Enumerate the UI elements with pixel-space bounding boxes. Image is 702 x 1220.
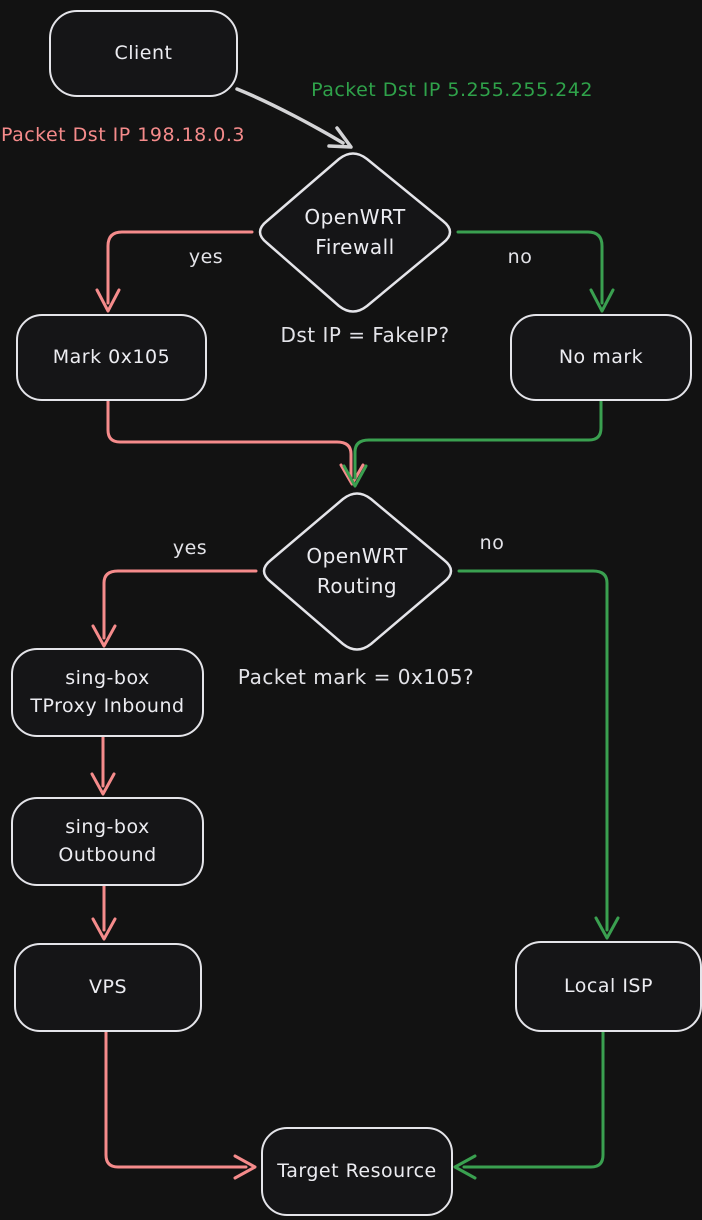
routing-yes-label: yes <box>172 537 208 559</box>
node-singbox-outbound: sing-box Outbound <box>11 797 204 886</box>
edge-routing-yes <box>91 569 258 648</box>
edge-client-to-firewall <box>235 87 353 149</box>
edge-isp-to-target <box>453 1027 605 1180</box>
arrowhead-icon <box>91 917 117 941</box>
firewall-diamond <box>258 152 452 313</box>
realip-packet-label: Packet Dst IP 5.255.255.242 <box>311 79 593 101</box>
arrowhead-icon <box>339 463 365 486</box>
arrowhead-icon <box>594 916 620 940</box>
edge-routing-no <box>457 569 620 940</box>
arrowhead-icon <box>327 126 353 149</box>
firewall-yes-label: yes <box>188 246 224 268</box>
routing-diamond <box>262 492 453 651</box>
firewall-condition-label: Dst IP = FakeIP? <box>280 323 450 347</box>
routing-diamond-label: OpenWRT Routing <box>306 544 408 598</box>
node-vps: VPS <box>14 943 202 1032</box>
fakeip-packet-label: Packet Dst IP 198.18.0.3 <box>0 124 246 146</box>
node-local-isp: Local ISP <box>515 941 702 1032</box>
arrowhead-icon <box>453 1154 477 1180</box>
edge-firewall-yes <box>95 230 254 313</box>
edge-tproxy-to-outbound <box>90 732 116 796</box>
arrowhead-icon <box>342 464 368 488</box>
edge-mark-to-routing <box>106 395 365 486</box>
edge-vps-to-target <box>104 1027 257 1180</box>
node-mark-0x105: Mark 0x105 <box>16 314 207 401</box>
node-no-mark: No mark <box>510 314 692 401</box>
routing-condition-label: Packet mark = 0x105? <box>237 665 475 689</box>
node-client: Client <box>49 10 238 97</box>
edge-firewall-no <box>456 230 615 313</box>
routing-no-label: no <box>479 532 505 554</box>
arrowhead-icon <box>91 624 117 648</box>
arrowhead-icon <box>90 772 116 796</box>
arrowhead-icon <box>589 288 615 313</box>
firewall-diamond-label: OpenWRT Firewall <box>304 205 406 259</box>
edge-nomark-to-routing <box>342 395 603 488</box>
edge-outbound-to-vps <box>91 881 117 941</box>
node-tproxy-inbound: sing-box TProxy Inbound <box>11 648 204 737</box>
node-target-resource: Target Resource <box>261 1127 453 1216</box>
arrowhead-icon <box>233 1154 257 1180</box>
firewall-no-label: no <box>507 246 533 268</box>
arrowhead-icon <box>95 288 121 313</box>
